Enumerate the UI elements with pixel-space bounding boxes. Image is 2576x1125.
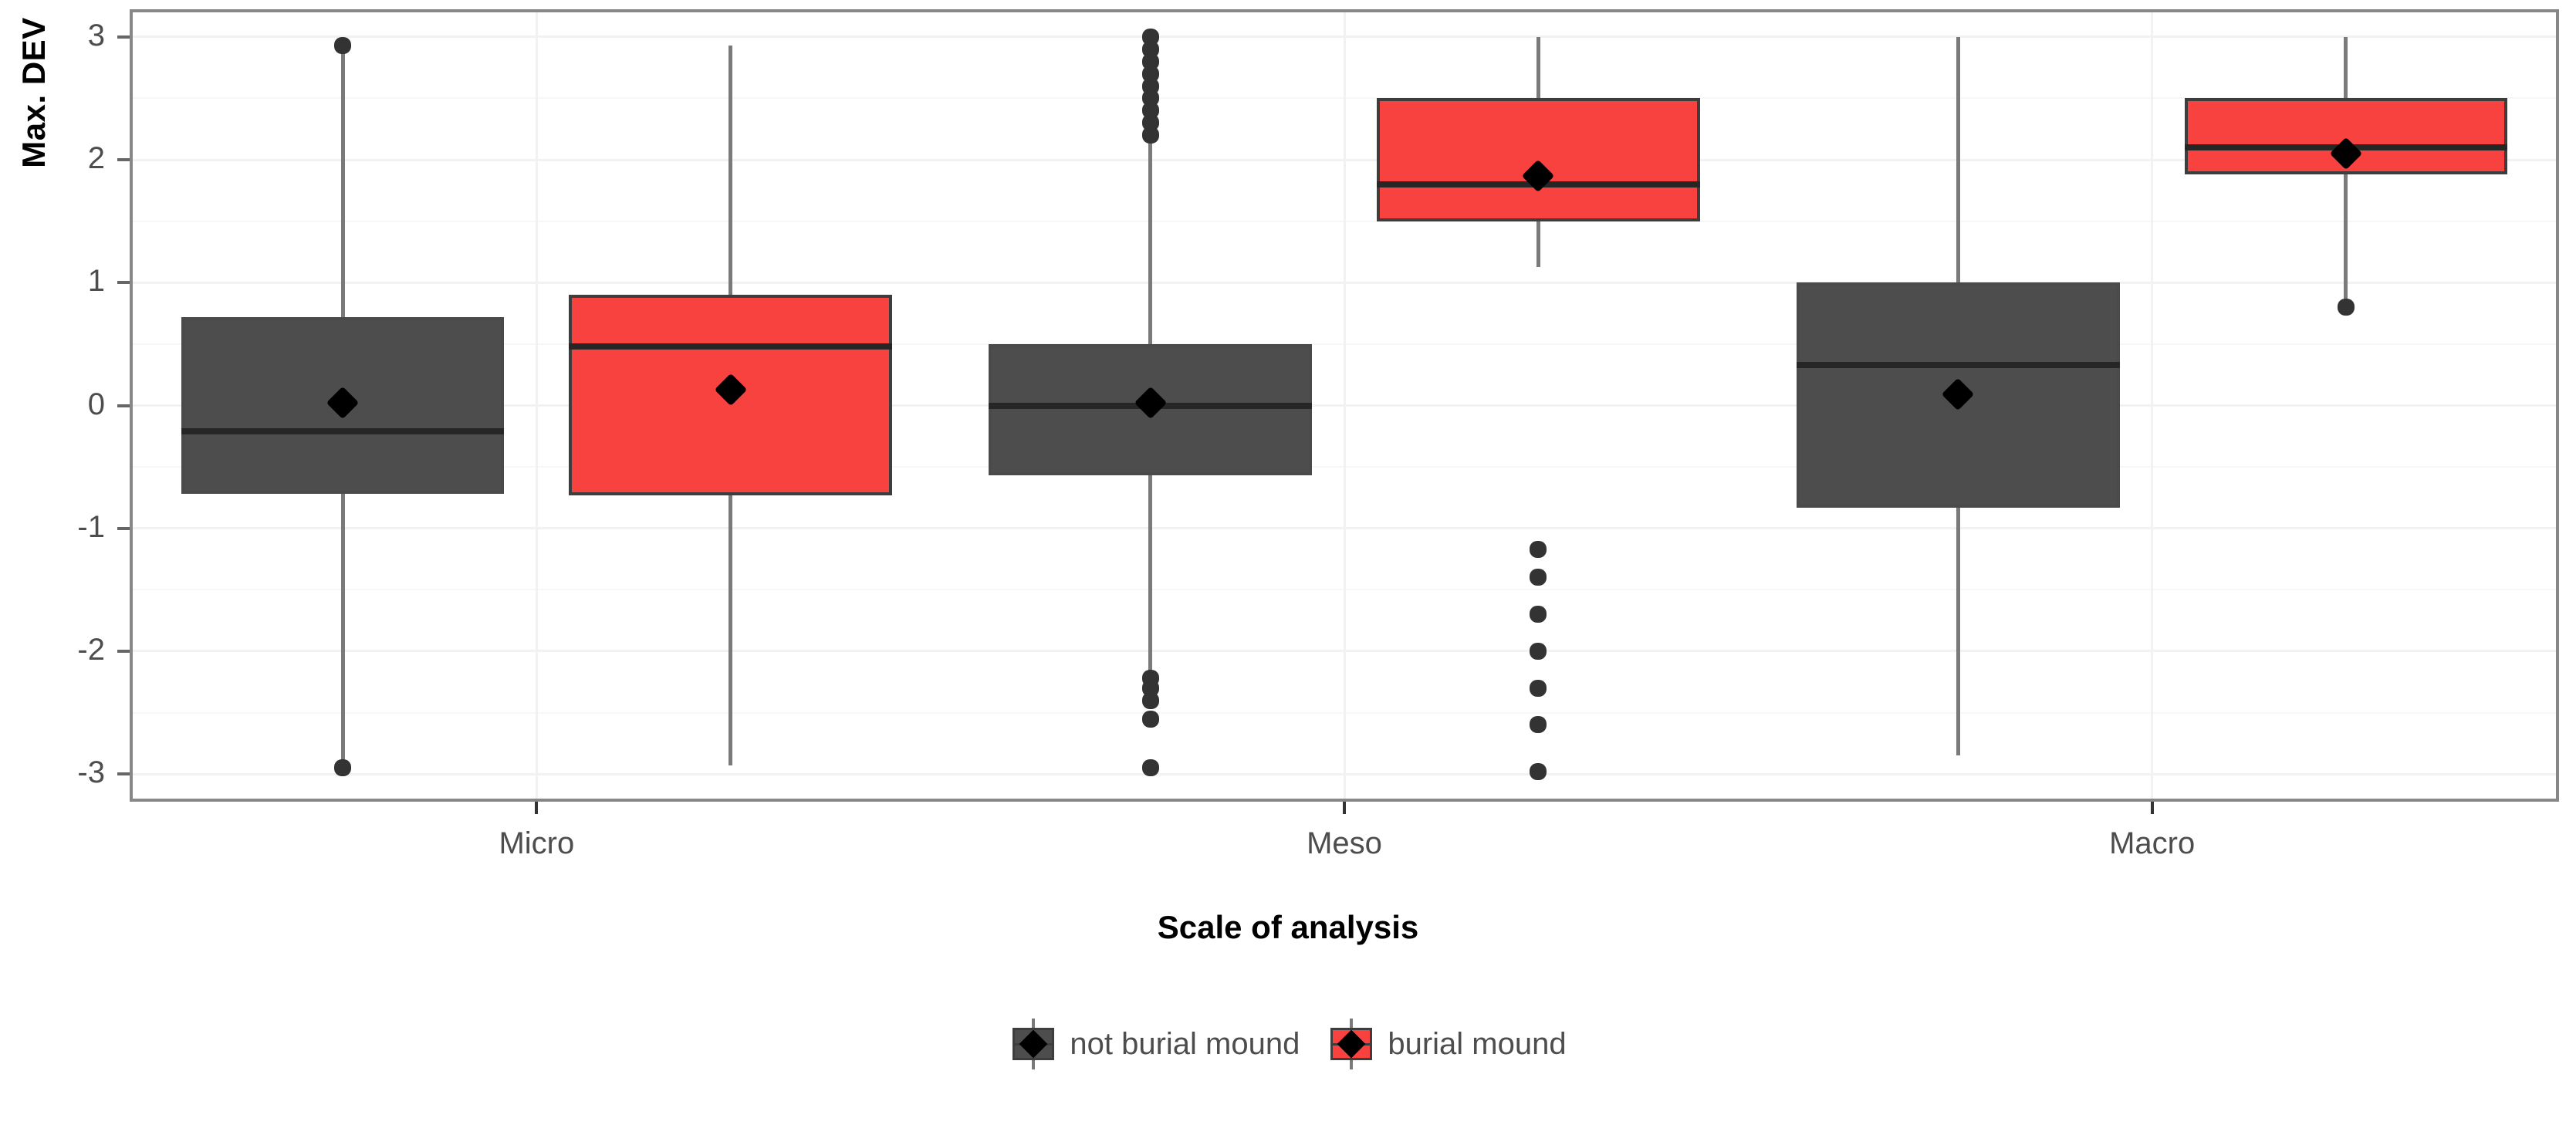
- legend-label: not burial mound: [1070, 1026, 1300, 1061]
- y-axis-tick: [117, 35, 130, 39]
- y-axis-tick: [117, 158, 130, 162]
- outlier-point: [1141, 759, 1159, 777]
- outlier-point: [1530, 762, 1547, 780]
- outlier-point: [334, 759, 352, 777]
- gridline-vertical: [2151, 12, 2154, 799]
- gridline-vertical: [1343, 12, 1346, 799]
- legend-label: burial mound: [1388, 1026, 1567, 1061]
- x-axis-tick-label-meso: Meso: [1307, 826, 1382, 860]
- legend-item-not-burial-mound[interactable]: not burial mound: [1009, 1019, 1300, 1069]
- legend: not burial mound burial mound: [0, 1019, 2576, 1069]
- outlier-point: [1530, 716, 1547, 734]
- y-axis-tick-label: 1: [87, 264, 105, 299]
- outlier-point: [1530, 606, 1547, 623]
- plot-panel: [130, 9, 2559, 802]
- plot-area: [133, 12, 2556, 799]
- gridline-vertical: [535, 12, 538, 799]
- x-axis-title: Scale of analysis: [1157, 909, 1419, 945]
- outlier-point: [1141, 710, 1159, 728]
- x-axis-tick: [535, 802, 539, 814]
- box-median-line: [1797, 361, 2120, 368]
- x-axis-tick-label-micro: Micro: [499, 826, 575, 860]
- y-axis-tick: [117, 649, 130, 653]
- x-axis-tick: [1343, 802, 1346, 814]
- y-axis-tick: [117, 281, 130, 285]
- x-axis-tick: [2150, 802, 2154, 814]
- y-axis-tick-label: -3: [77, 755, 105, 790]
- outlier-point: [1530, 679, 1547, 697]
- x-axis-tick-label-macro: Macro: [2109, 826, 2196, 860]
- legend-item-burial-mound[interactable]: burial mound: [1327, 1019, 1567, 1069]
- legend-key-boxplot-icon: [1009, 1019, 1057, 1069]
- outlier-point: [2337, 299, 2355, 316]
- y-axis-tick: [117, 526, 130, 530]
- outlier-point: [1530, 569, 1547, 586]
- y-axis-tick-label: -2: [77, 632, 105, 667]
- y-axis-tick: [117, 772, 130, 776]
- outlier-point: [1530, 540, 1547, 558]
- y-axis-tick-label: 0: [87, 387, 105, 421]
- y-axis-tick-label: -1: [77, 509, 105, 544]
- y-axis-tick-label: 3: [87, 18, 105, 52]
- outlier-point: [1530, 642, 1547, 660]
- box-median-line: [569, 343, 892, 350]
- outlier-point: [1141, 127, 1159, 144]
- y-axis-tick: [117, 404, 130, 407]
- box-median-line: [181, 427, 505, 434]
- y-axis-tick-label: 2: [87, 141, 105, 176]
- outlier-point: [1141, 691, 1159, 709]
- legend-key-boxplot-icon: [1327, 1019, 1375, 1069]
- outlier-point: [334, 36, 352, 54]
